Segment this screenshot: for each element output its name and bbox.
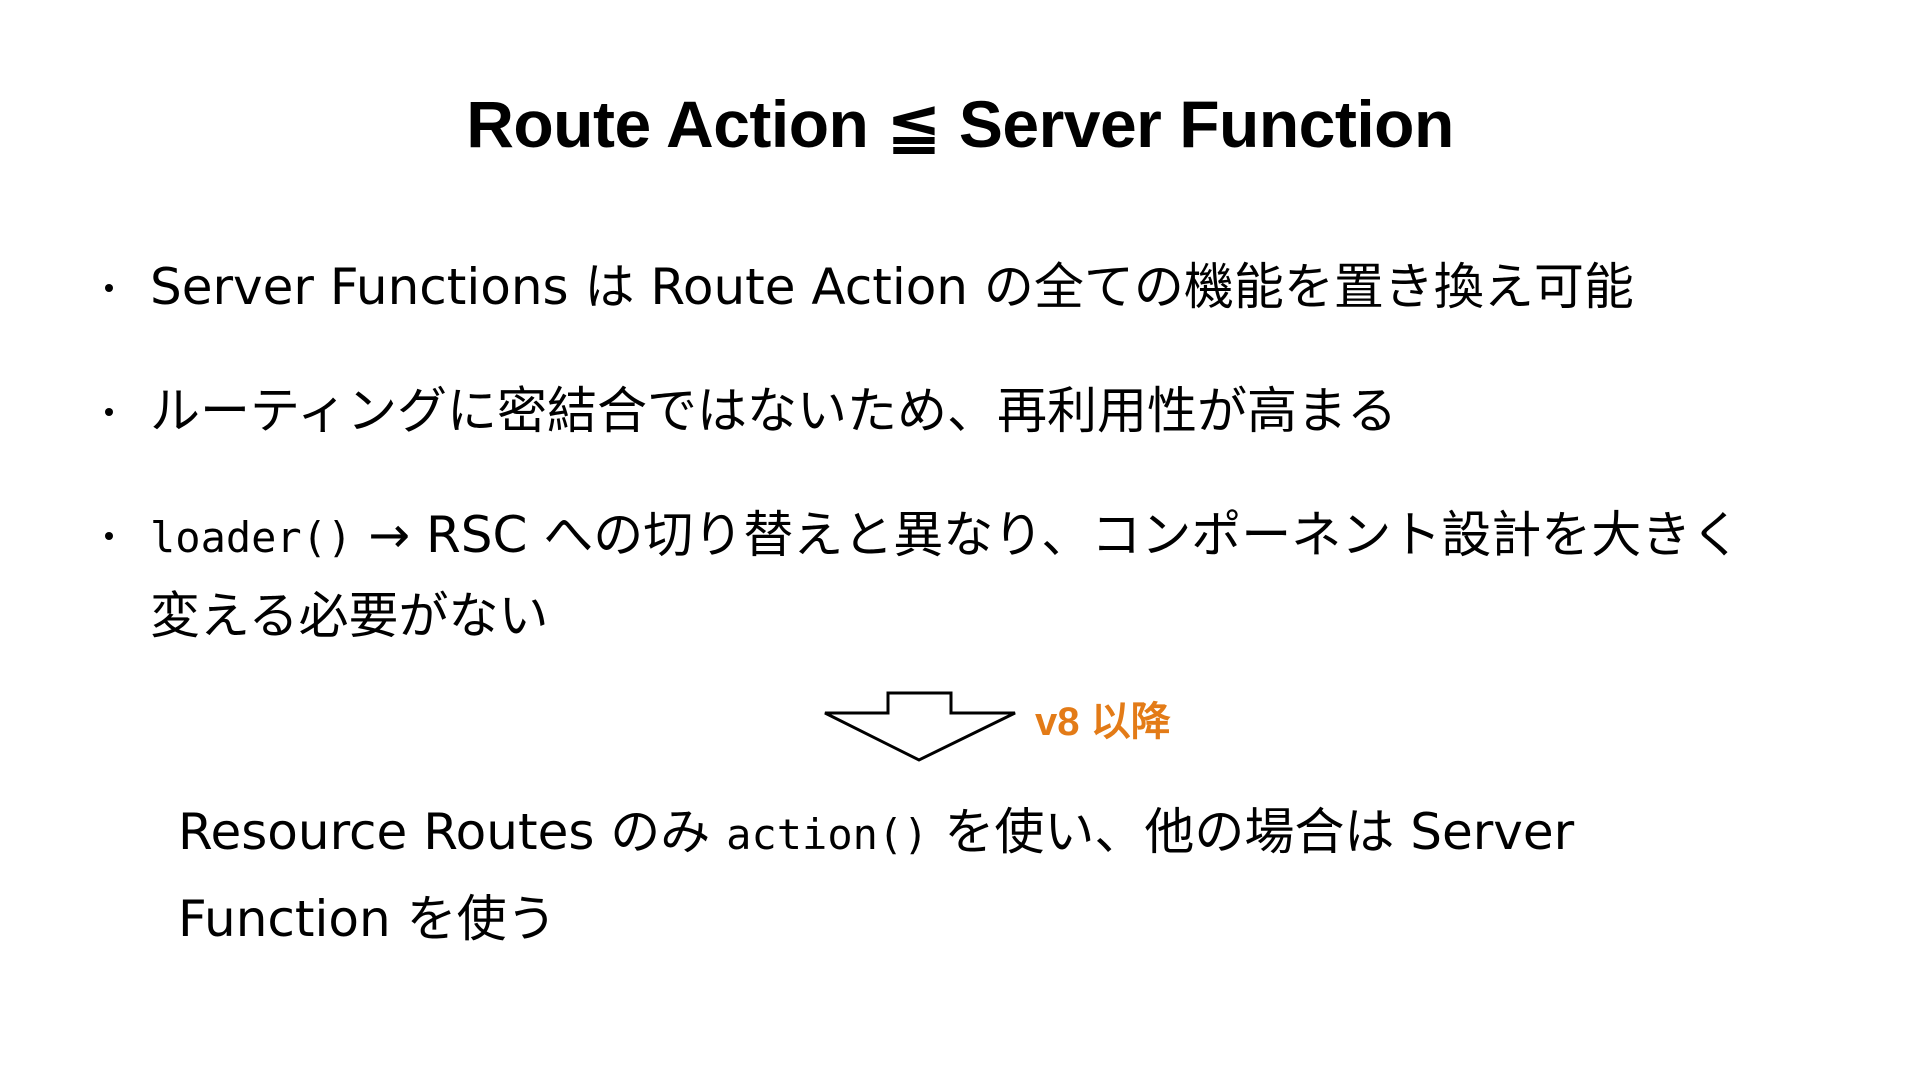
bullet-text: Server Functions は Route Action の全ての機能を置…: [150, 258, 1634, 316]
conclusion-text: Resource Routes のみ action() を使い、他の場合は Se…: [178, 790, 1778, 961]
bullet-dot: [105, 408, 113, 416]
bullet-item-2: ルーティングに密結合ではないため、再利用性が高まる: [105, 372, 1805, 450]
conclusion-before: Resource Routes のみ: [178, 803, 727, 861]
slide-title: Route Action ≦ Server Function: [466, 87, 1454, 161]
bullet-text: → RSC への切り替えと異なり、コンポーネント設計を大きく変える必要がない: [150, 506, 1742, 645]
bullet-text: ルーティングに密結合ではないため、再利用性が高まる: [150, 382, 1397, 440]
bullet-dot: [105, 532, 113, 540]
bullet-item-1: Server Functions は Route Action の全ての機能を置…: [105, 248, 1805, 326]
bullet-item-3: loader() → RSC への切り替えと異なり、コンポーネント設計を大きく変…: [105, 496, 1790, 655]
down-arrow-outline-icon: [820, 690, 1020, 770]
code-action: action(): [726, 810, 929, 859]
bullet-list: Server Functions は Route Action の全ての機能を置…: [105, 248, 1805, 701]
code-loader: loader(): [150, 513, 353, 562]
conclusion-after: を使い、他の場合は Server Function を使う: [178, 803, 1575, 948]
bullet-dot: [105, 284, 113, 292]
version-label: v8 以降: [1035, 700, 1171, 744]
